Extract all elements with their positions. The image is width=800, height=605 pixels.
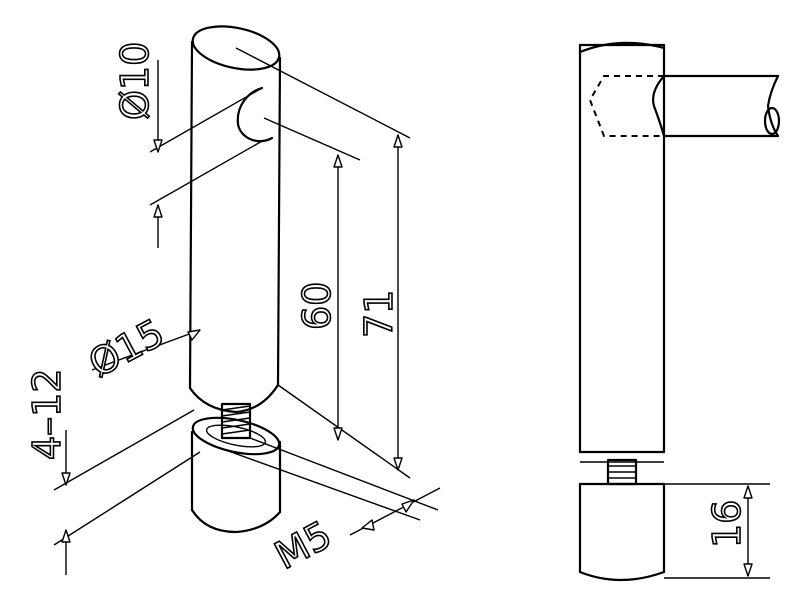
side-thread [606, 458, 638, 486]
horizontal-rod [588, 74, 781, 138]
dim-thread: M5 [268, 512, 339, 578]
isometric-view: Ø10 60 71 Ø15 4–12 M5 [24, 25, 441, 579]
side-base [578, 482, 770, 582]
dim-range: 4–12 [25, 368, 69, 460]
side-hole [236, 86, 274, 143]
threaded-stud [220, 402, 252, 440]
dim-dia-small: Ø10 [113, 42, 157, 120]
dim-dia-large: Ø15 [82, 310, 172, 386]
dim-height-71: 71 [357, 290, 401, 338]
side-view: 16 [578, 41, 781, 582]
dim-base-height: 16 [705, 500, 749, 548]
main-cylinder [188, 25, 411, 414]
base-cylinder [190, 416, 282, 534]
dim-height-60: 60 [295, 282, 339, 330]
